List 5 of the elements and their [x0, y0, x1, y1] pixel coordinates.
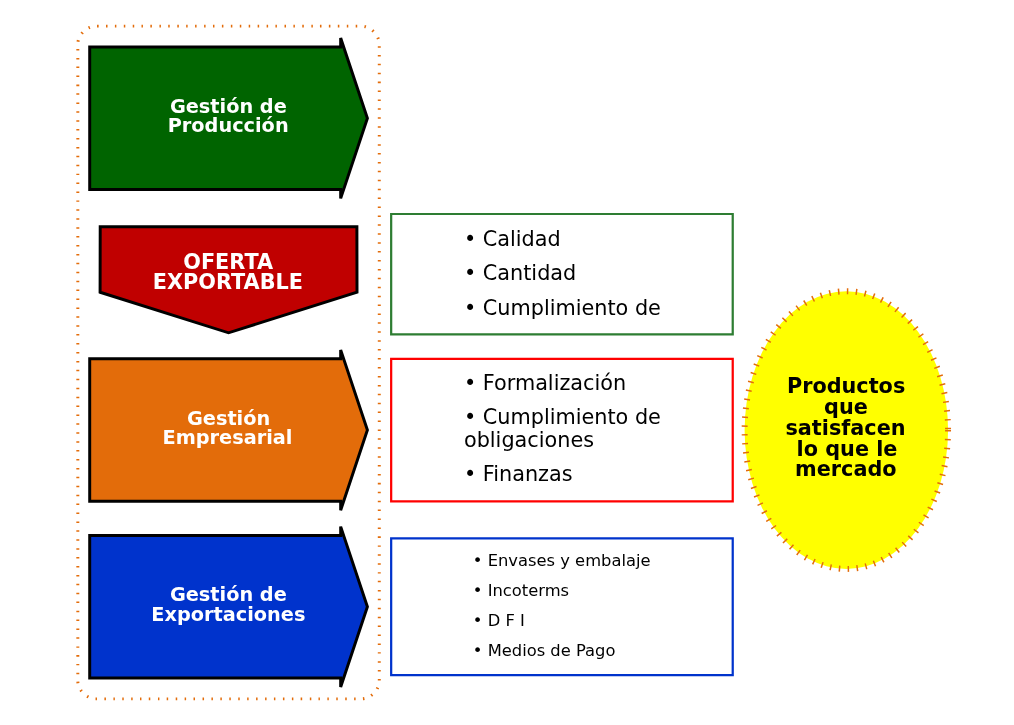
- node-box: • Formalización • Cumplimiento de obligaciones • Finanzas: [390, 357, 734, 503]
- cluster: [76, 24, 381, 701]
- node-box: • Envases y embalaje • Incoterms • D F I • Medios de Pago: [390, 537, 734, 677]
- node-box: • Calidad • Cantidad • Cumplimiento de: [390, 212, 734, 336]
- node-ellipse: Productos que satisfacen lo que le mercado: [741, 288, 952, 572]
